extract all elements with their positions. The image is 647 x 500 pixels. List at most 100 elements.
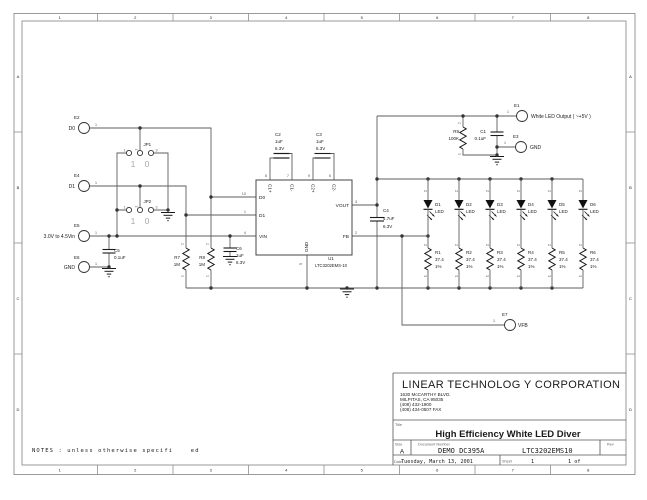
sheet-field-label: Sheet	[502, 460, 513, 464]
junction-dot	[228, 234, 232, 238]
led-icon	[547, 200, 557, 209]
led-label: LED	[497, 209, 507, 214]
rev-field-label: Rev	[607, 443, 614, 447]
res-ref: R6	[590, 250, 596, 255]
jumper-setting: 0	[145, 159, 150, 169]
ic-pin-name: C2+	[311, 184, 316, 193]
jumper-ref: JP2	[144, 199, 152, 204]
ruler-column-label: 4	[285, 15, 288, 20]
cap-value: 0.1uF	[114, 255, 126, 260]
ruler-row-label: D	[17, 407, 20, 412]
res-pin: 2	[181, 243, 185, 245]
ruler-column-label: 4	[285, 468, 288, 473]
led-ref: D6	[590, 202, 596, 207]
junction-dot	[461, 114, 465, 118]
net-label: VFB	[518, 323, 528, 329]
led-light-arrow-icon	[525, 214, 528, 217]
led-light-arrow-icon	[587, 214, 590, 217]
date-value: Tuesday, March 13, 2001	[401, 459, 473, 465]
cap-ref: C3	[316, 132, 322, 137]
ic-pin-name: VIN	[259, 234, 268, 240]
led-icon	[516, 200, 526, 209]
connector-ref: E2	[74, 115, 80, 120]
company-address: 1630 McCARTHY BLVD.	[400, 392, 451, 397]
company-address: (408) 434-0507 FAX	[400, 407, 441, 412]
junction-dot	[495, 145, 499, 149]
ic-ltc3202: D0 D1 VIN 10 1 4 VOUT FB 3 2 C1+ C1- C2+…	[242, 174, 357, 268]
company-address: (408) 432-1900	[400, 402, 432, 407]
led-ref: D1	[435, 202, 441, 207]
ruler-column-label: 6	[436, 468, 439, 473]
cap-value: 1uF	[316, 139, 324, 144]
led-light-arrow-icon	[432, 214, 435, 217]
res-ref: R3	[497, 250, 503, 255]
ic-pin-name: D0	[259, 195, 265, 201]
schematic-title: High Efficiency White LED Diver	[435, 429, 580, 440]
connector-circle-icon	[516, 110, 528, 122]
junction-dot	[209, 286, 213, 290]
res-tolerance: 1%	[590, 264, 597, 269]
connector-pin: 1	[504, 141, 506, 145]
jumper-setting: 0	[145, 216, 150, 226]
led-light-arrow-icon	[494, 214, 497, 217]
ruler-column-label: 2	[134, 468, 137, 473]
res-value: 37.4	[466, 257, 475, 262]
title-field-label: Title	[395, 423, 402, 427]
junction-dot	[166, 208, 170, 212]
resistor-symbol	[578, 247, 588, 271]
net-label: GND	[530, 145, 542, 151]
led-icon	[423, 200, 433, 209]
led-ref: D5	[559, 202, 565, 207]
junction-dot	[400, 234, 404, 238]
junction-dot	[184, 213, 188, 217]
size-field-label: Size	[395, 443, 402, 447]
led-light-arrow-icon	[556, 214, 559, 217]
res-pin: 2	[206, 243, 210, 245]
ruler-column-label: 8	[587, 468, 590, 473]
res-value: 37.4	[435, 257, 444, 262]
ic-pin-name: D1	[259, 213, 265, 219]
jumper-setting: 1	[131, 216, 136, 226]
res-pin: 2	[455, 244, 459, 246]
res-pin: 2	[486, 244, 490, 246]
cap-ref: C2	[275, 132, 281, 137]
res-tolerance: 1%	[528, 264, 535, 269]
ruler-column-label: 8	[587, 15, 590, 20]
connector-pin: 1	[95, 181, 97, 185]
led-icon	[578, 200, 588, 209]
junction-dot	[209, 195, 213, 199]
junction-dot	[375, 177, 379, 181]
connector-pin: 1	[95, 123, 97, 127]
junction-dot	[107, 265, 111, 269]
resistor-symbol	[423, 247, 433, 271]
doc-number: DEMO DC395A	[438, 447, 485, 455]
led-pin: 2	[517, 190, 521, 192]
connector-circle-icon	[147, 149, 155, 157]
res-ref: R8	[199, 255, 205, 260]
ic-pin-number: 2	[355, 231, 357, 235]
cap-value: 1uF	[275, 139, 283, 144]
ruler-column-label: 2	[134, 15, 137, 20]
junction-dot	[305, 286, 309, 290]
res-pin: 1	[486, 275, 490, 277]
ruler-column-label: 5	[361, 15, 364, 20]
res-value: 37.4	[590, 257, 599, 262]
ruler-row-label: A	[629, 74, 632, 79]
cap-ref: C5	[114, 248, 120, 253]
junction-dot	[115, 208, 119, 212]
res-pin: 1	[517, 275, 521, 277]
ic-part-number: LTC3202EMS-10	[315, 263, 348, 268]
res-value: 100K	[448, 136, 459, 141]
cap-voltage: 6.3V	[236, 260, 245, 265]
net-label: White LED Output ( ~+5V )	[531, 114, 591, 120]
ruler-column-label: 5	[361, 468, 364, 473]
res-pin: 1	[455, 275, 459, 277]
ruler-row-label: A	[17, 74, 20, 79]
res-pin: 1	[181, 275, 185, 277]
junction-dot	[107, 234, 111, 238]
